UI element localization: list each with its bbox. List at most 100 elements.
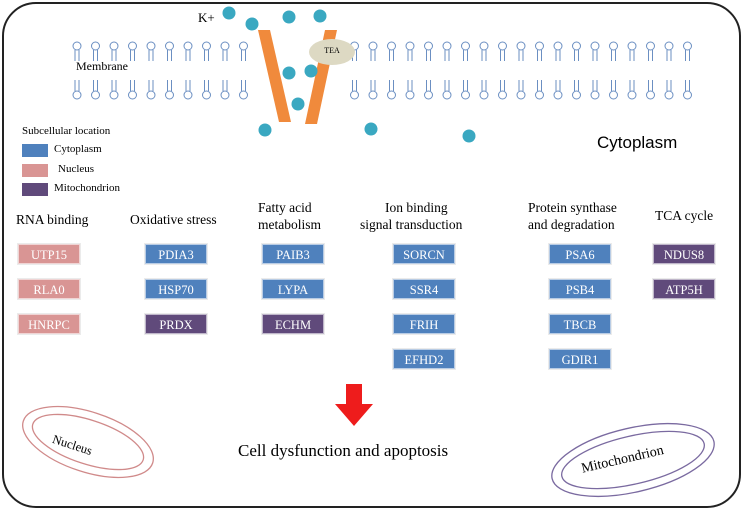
category-title-fatty-acid-line2: metabolism: [258, 217, 321, 232]
phospholipid: [202, 41, 211, 61]
phospholipid: [627, 41, 637, 61]
phospholipid: [128, 80, 137, 100]
phospholipid: [165, 41, 174, 61]
phospholipid: [405, 80, 415, 100]
phospholipid: [479, 41, 489, 61]
k-ion: [462, 129, 476, 143]
phospholipid: [442, 41, 452, 61]
phospholipid: [91, 80, 100, 100]
membrane-bilayer: [72, 41, 692, 100]
phospholipid: [220, 41, 230, 61]
k-ion: [364, 122, 378, 136]
phospholipid: [553, 80, 563, 100]
protein-tag-pdia3: PDIA3: [145, 244, 207, 264]
phospholipid: [461, 80, 470, 100]
phospholipid: [109, 41, 119, 61]
protein-tag-frih: FRIH: [393, 314, 455, 334]
phospholipid: [535, 80, 544, 100]
outcome-label: Cell dysfunction and apoptosis: [238, 441, 449, 460]
phospholipid: [516, 41, 526, 61]
phospholipid: [683, 80, 692, 100]
phospholipid: [664, 41, 674, 61]
tea-label: TEA: [324, 46, 340, 55]
k-ion: [222, 6, 236, 20]
phospholipid: [442, 80, 452, 100]
phospholipid: [627, 80, 637, 100]
k-ion: [291, 97, 305, 111]
phospholipid: [553, 41, 563, 61]
legend-swatch-nucleus: [22, 164, 48, 177]
phospholipid: [109, 80, 119, 100]
channel-left-subunit: [258, 30, 291, 122]
legend-swatch-cytoplasm: [22, 144, 48, 157]
phospholipid: [350, 80, 359, 100]
phospholipid: [368, 80, 378, 100]
phospholipid: [479, 80, 489, 100]
mitochondrion-organelle: [551, 423, 715, 497]
phospholipid: [387, 41, 396, 61]
protein-tag-tbcb: TBCB: [549, 314, 611, 334]
protein-tag-rla0: RLA0: [18, 279, 80, 299]
phospholipid: [183, 80, 193, 100]
phospholipid: [609, 41, 618, 61]
protein-tag-paib3: PAIB3: [262, 244, 324, 264]
phospholipid: [72, 80, 82, 100]
protein-tag-ssr4: SSR4: [393, 279, 455, 299]
phospholipid: [387, 80, 396, 100]
phospholipid: [146, 41, 156, 61]
protein-tag-psb4: PSB4: [549, 279, 611, 299]
k-plus-label: K+: [198, 10, 215, 25]
tea-blocker: [309, 39, 355, 65]
legend-label-mitochondrion: Mitochondrion: [54, 182, 120, 194]
phospholipid: [424, 80, 433, 100]
phospholipid: [220, 80, 230, 100]
category-title-protein-line2: and degradation: [528, 217, 615, 232]
phospholipid: [239, 41, 248, 61]
membrane-label: Membrane: [76, 59, 128, 73]
protein-tag-ndus8: NDUS8: [653, 244, 715, 264]
phospholipid: [572, 41, 581, 61]
phospholipid: [516, 80, 526, 100]
phospholipid: [405, 41, 415, 61]
down-arrow-icon: [335, 384, 373, 426]
k-ions: [222, 6, 476, 143]
phospholipid: [646, 41, 655, 61]
legend-label-cytoplasm: Cytoplasm: [54, 143, 102, 155]
category-title-oxidative-stress: Oxidative stress: [130, 212, 217, 227]
protein-tag-hsp70: HSP70: [145, 279, 207, 299]
phospholipid: [239, 80, 248, 100]
k-ion: [304, 64, 318, 78]
category-title-fatty-acid-line1: Fatty acid: [258, 200, 312, 215]
category-title-ion-binding-line2: signal transduction: [360, 217, 463, 232]
category-title-rna-binding: RNA binding: [16, 212, 89, 227]
protein-tag-efhd2: EFHD2: [393, 349, 455, 369]
phospholipid: [572, 80, 581, 100]
phospholipid: [590, 80, 600, 100]
k-ion: [258, 123, 272, 137]
phospholipid: [91, 41, 100, 61]
k-ion: [245, 17, 259, 31]
phospholipid: [683, 41, 692, 61]
phospholipid: [183, 41, 193, 61]
phospholipid: [128, 41, 137, 61]
category-title-protein-line1: Protein synthase: [528, 200, 617, 215]
nucleus-organelle: [22, 405, 154, 479]
legend-swatch-mitochondrion: [22, 183, 48, 196]
protein-tag-lypa: LYPA: [262, 279, 324, 299]
phospholipid: [461, 41, 470, 61]
protein-tag-atp5h: ATP5H: [653, 279, 715, 299]
phospholipid: [590, 41, 600, 61]
cytoplasm-label: Cytoplasm: [597, 133, 678, 152]
phospholipid: [646, 80, 655, 100]
phospholipid: [609, 80, 618, 100]
phospholipid: [146, 80, 156, 100]
k-ion: [282, 66, 296, 80]
phospholipid: [72, 41, 82, 61]
protein-tag-hnrpc: HNRPC: [18, 314, 80, 334]
protein-tag-psa6: PSA6: [549, 244, 611, 264]
phospholipid: [368, 41, 378, 61]
phospholipid: [664, 80, 674, 100]
k-ion: [313, 9, 327, 23]
legend-title: Subcellular location: [22, 125, 111, 137]
